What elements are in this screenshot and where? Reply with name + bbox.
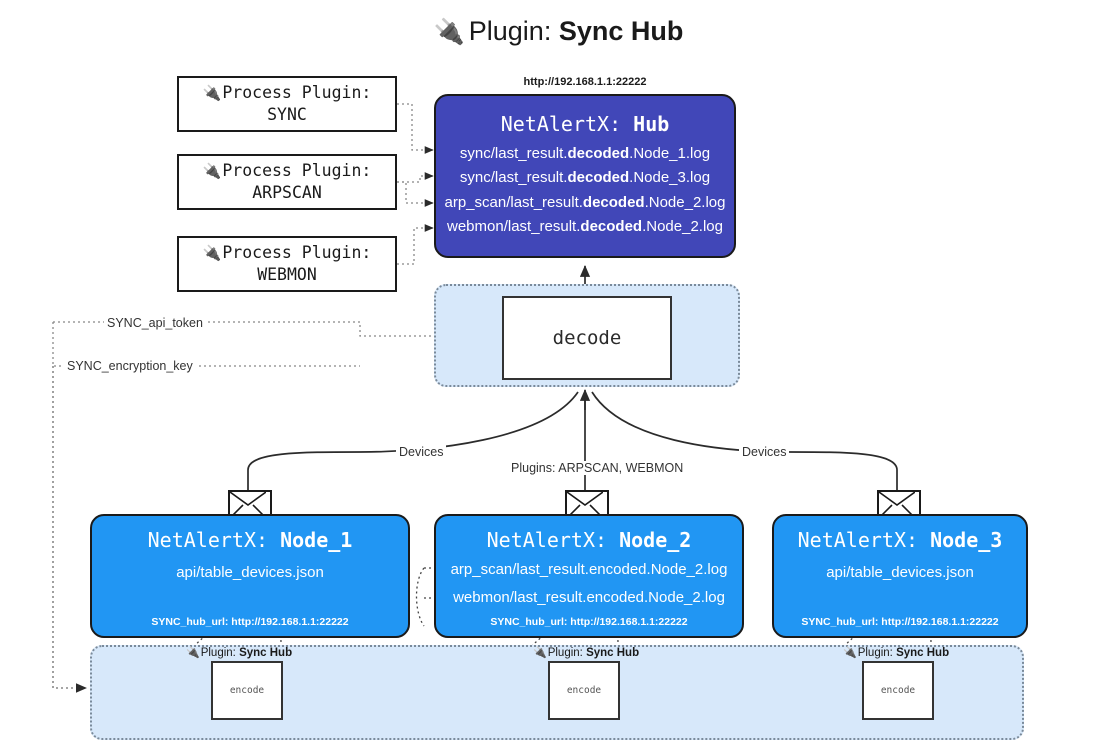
hub-title-prefix: NetAlertX: xyxy=(500,112,634,136)
node-footer: SYNC_hub_url: http://192.168.1.1:22222 xyxy=(490,616,688,628)
log-post: .Node_3.log xyxy=(629,169,711,187)
hub-log-row: arp_scan/last_result.decoded.Node_2.log xyxy=(436,191,734,215)
plug-icon: 🔌 xyxy=(202,161,222,180)
edge-label-devices-right: Devices xyxy=(739,445,790,459)
encode-box-2[interactable]: encode xyxy=(548,661,620,720)
log-pre: arp_scan/last_result. xyxy=(444,193,583,211)
process-plugin-name: ARPSCAN xyxy=(252,183,322,202)
encode-label-prefix: Plugin: xyxy=(857,647,897,659)
log-mid: decoded xyxy=(567,169,630,187)
node-3[interactable]: NetAlertX: Node_3 api/table_devices.json… xyxy=(772,514,1028,638)
hub-log-row: sync/last_result.decoded.Node_3.log xyxy=(436,166,734,190)
log-mid: decoded xyxy=(567,145,630,162)
log-mid: decoded xyxy=(582,193,645,211)
log-post: .Node_1.log xyxy=(629,145,711,162)
process-plugin-sync[interactable]: 🔌Process Plugin: SYNC xyxy=(177,76,397,132)
hub-node[interactable]: NetAlertX: Hub sync/last_result.decoded.… xyxy=(434,94,736,258)
hub-title-name: Hub xyxy=(633,112,670,136)
log-mid: decoded xyxy=(580,217,643,235)
node-title-prefix: NetAlertX: xyxy=(797,528,931,552)
page-title: 🔌Plugin: Sync Hub xyxy=(0,16,1117,47)
edge-label-plugins-center: Plugins: ARPSCAN, WEBMON xyxy=(508,461,687,475)
plug-icon: 🔌 xyxy=(202,83,222,102)
node-line: api/table_devices.json xyxy=(826,564,974,581)
encode-label-name: Sync Hub xyxy=(239,647,293,659)
encode-plugin-label-3: 🔌Plugin: Sync Hub xyxy=(843,646,949,659)
plug-icon: 🔌 xyxy=(433,18,465,46)
process-plugin-label: Process Plugin: xyxy=(222,242,372,262)
node-title-prefix: NetAlertX: xyxy=(486,528,620,552)
node-title-name: Node_3 xyxy=(930,528,1003,552)
process-plugin-webmon[interactable]: 🔌Process Plugin: WEBMON xyxy=(177,236,397,292)
process-plugin-label: Process Plugin: xyxy=(222,160,372,180)
log-post: .Node_2.log xyxy=(642,217,723,235)
process-plugin-name: SYNC xyxy=(267,105,307,124)
plug-icon: 🔌 xyxy=(186,647,200,659)
log-pre: sync/last_result. xyxy=(459,145,568,162)
encode-plugin-label-2: 🔌Plugin: Sync Hub xyxy=(533,646,639,659)
encode-box-3[interactable]: encode xyxy=(862,661,934,720)
node-title: NetAlertX: Node_1 xyxy=(92,528,408,552)
encode-label-name: Sync Hub xyxy=(586,647,640,659)
node-title: NetAlertX: Node_2 xyxy=(436,528,742,552)
node-title-name: Node_1 xyxy=(280,528,353,552)
node-1[interactable]: NetAlertX: Node_1 api/table_devices.json… xyxy=(90,514,410,638)
node-title-prefix: NetAlertX: xyxy=(147,528,281,552)
process-plugin-name: WEBMON xyxy=(257,265,317,284)
log-pre: sync/last_result. xyxy=(459,169,568,187)
hub-url-label: http://192.168.1.1:22222 xyxy=(523,76,647,88)
node-footer: SYNC_hub_url: http://192.168.1.1:22222 xyxy=(151,616,349,628)
process-plugin-label: Process Plugin: xyxy=(222,82,372,102)
node-line: api/table_devices.json xyxy=(176,564,324,581)
hub-log-row: sync/last_result.decoded.Node_1.log xyxy=(436,142,734,166)
hub-log-row: webmon/last_result.decoded.Node_2.log xyxy=(436,215,734,239)
page-title-name: Sync Hub xyxy=(558,16,684,46)
log-post: .Node_2.log xyxy=(644,193,726,211)
process-plugin-arpscan[interactable]: 🔌Process Plugin: ARPSCAN xyxy=(177,154,397,210)
encode-label-prefix: Plugin: xyxy=(200,647,240,659)
plug-icon: 🔌 xyxy=(843,647,857,659)
log-pre: webmon/last_result. xyxy=(447,217,581,235)
encode-plugin-label-1: 🔌Plugin: Sync Hub xyxy=(186,646,292,659)
node-2[interactable]: NetAlertX: Node_2 arp_scan/last_result.e… xyxy=(434,514,744,638)
page-title-prefix: Plugin: xyxy=(468,16,559,46)
hub-title: NetAlertX: Hub xyxy=(436,112,734,136)
node-footer: SYNC_hub_url: http://192.168.1.1:22222 xyxy=(801,616,999,628)
encode-box-1[interactable]: encode xyxy=(211,661,283,720)
sync-encryption-key-label: SYNC_encryption_key xyxy=(64,359,196,373)
node-title-name: Node_2 xyxy=(619,528,692,552)
node-title: NetAlertX: Node_3 xyxy=(774,528,1026,552)
node-line: webmon/last_result.encoded.Node_2.log xyxy=(453,588,725,606)
plug-icon: 🔌 xyxy=(533,647,547,659)
encode-label-prefix: Plugin: xyxy=(547,647,587,659)
sync-api-token-label: SYNC_api_token xyxy=(104,316,206,330)
node-line: arp_scan/last_result.encoded.Node_2.log xyxy=(450,561,728,578)
edge-label-devices-left: Devices xyxy=(396,445,447,459)
decode-box[interactable]: decode xyxy=(502,296,672,380)
plug-icon: 🔌 xyxy=(202,243,222,262)
encode-label-name: Sync Hub xyxy=(896,647,950,659)
